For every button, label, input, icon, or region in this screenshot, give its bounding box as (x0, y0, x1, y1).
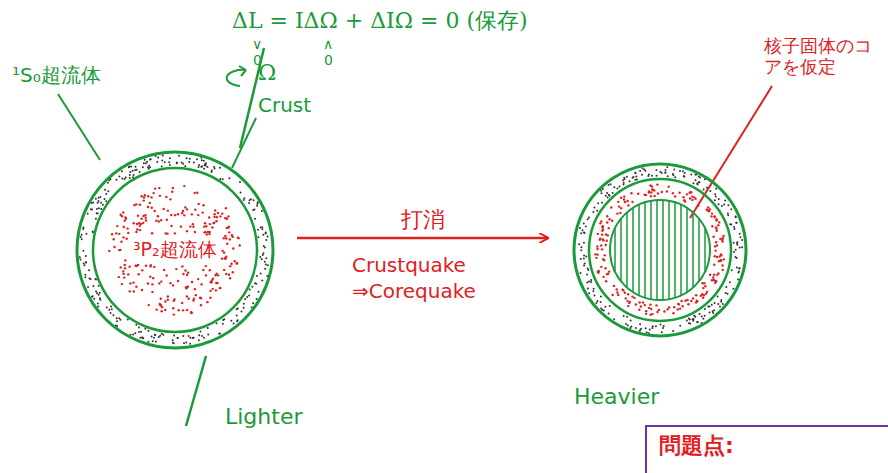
edge-label: 打消 (401, 207, 445, 232)
core-label: ³P₂超流体 (133, 239, 217, 261)
leader-line (232, 118, 256, 168)
box-heading: 問題点: (659, 433, 734, 458)
problem-box: 問題点: (645, 425, 888, 473)
core-superfluid: ³P₂超流体 (107, 182, 243, 318)
region-label: ¹S₀超流体 (12, 64, 101, 87)
rotation-arrow-head (239, 66, 246, 76)
transition-arrow (297, 237, 548, 240)
star-caption: Lighter (225, 404, 302, 429)
leader-line (690, 86, 772, 218)
angular-velocity: Ω (258, 60, 276, 85)
rotation-axis (186, 356, 206, 426)
inequality-zero: 0 (324, 52, 333, 68)
note-label: 核子固体のコアを仮定 (764, 36, 882, 77)
star-caption: Heavier (574, 384, 659, 409)
leader-line (58, 94, 100, 160)
region-label: Crust (258, 94, 311, 117)
neutron-star-heavy: Heavier (572, 162, 748, 338)
equation: ΔL = IΔΩ + ΔIΩ = 0 (保存) (232, 8, 528, 33)
process-label: ⇒Corequake (352, 280, 476, 303)
neutron-star-heavy-outline (572, 162, 748, 338)
neutron-star-light: Lighter³P₂超流体 (75, 150, 275, 350)
process-label: Crustquake (352, 254, 466, 277)
inequality-sign: ∨ (252, 36, 262, 52)
inequality-sign: ∧ (323, 36, 333, 52)
